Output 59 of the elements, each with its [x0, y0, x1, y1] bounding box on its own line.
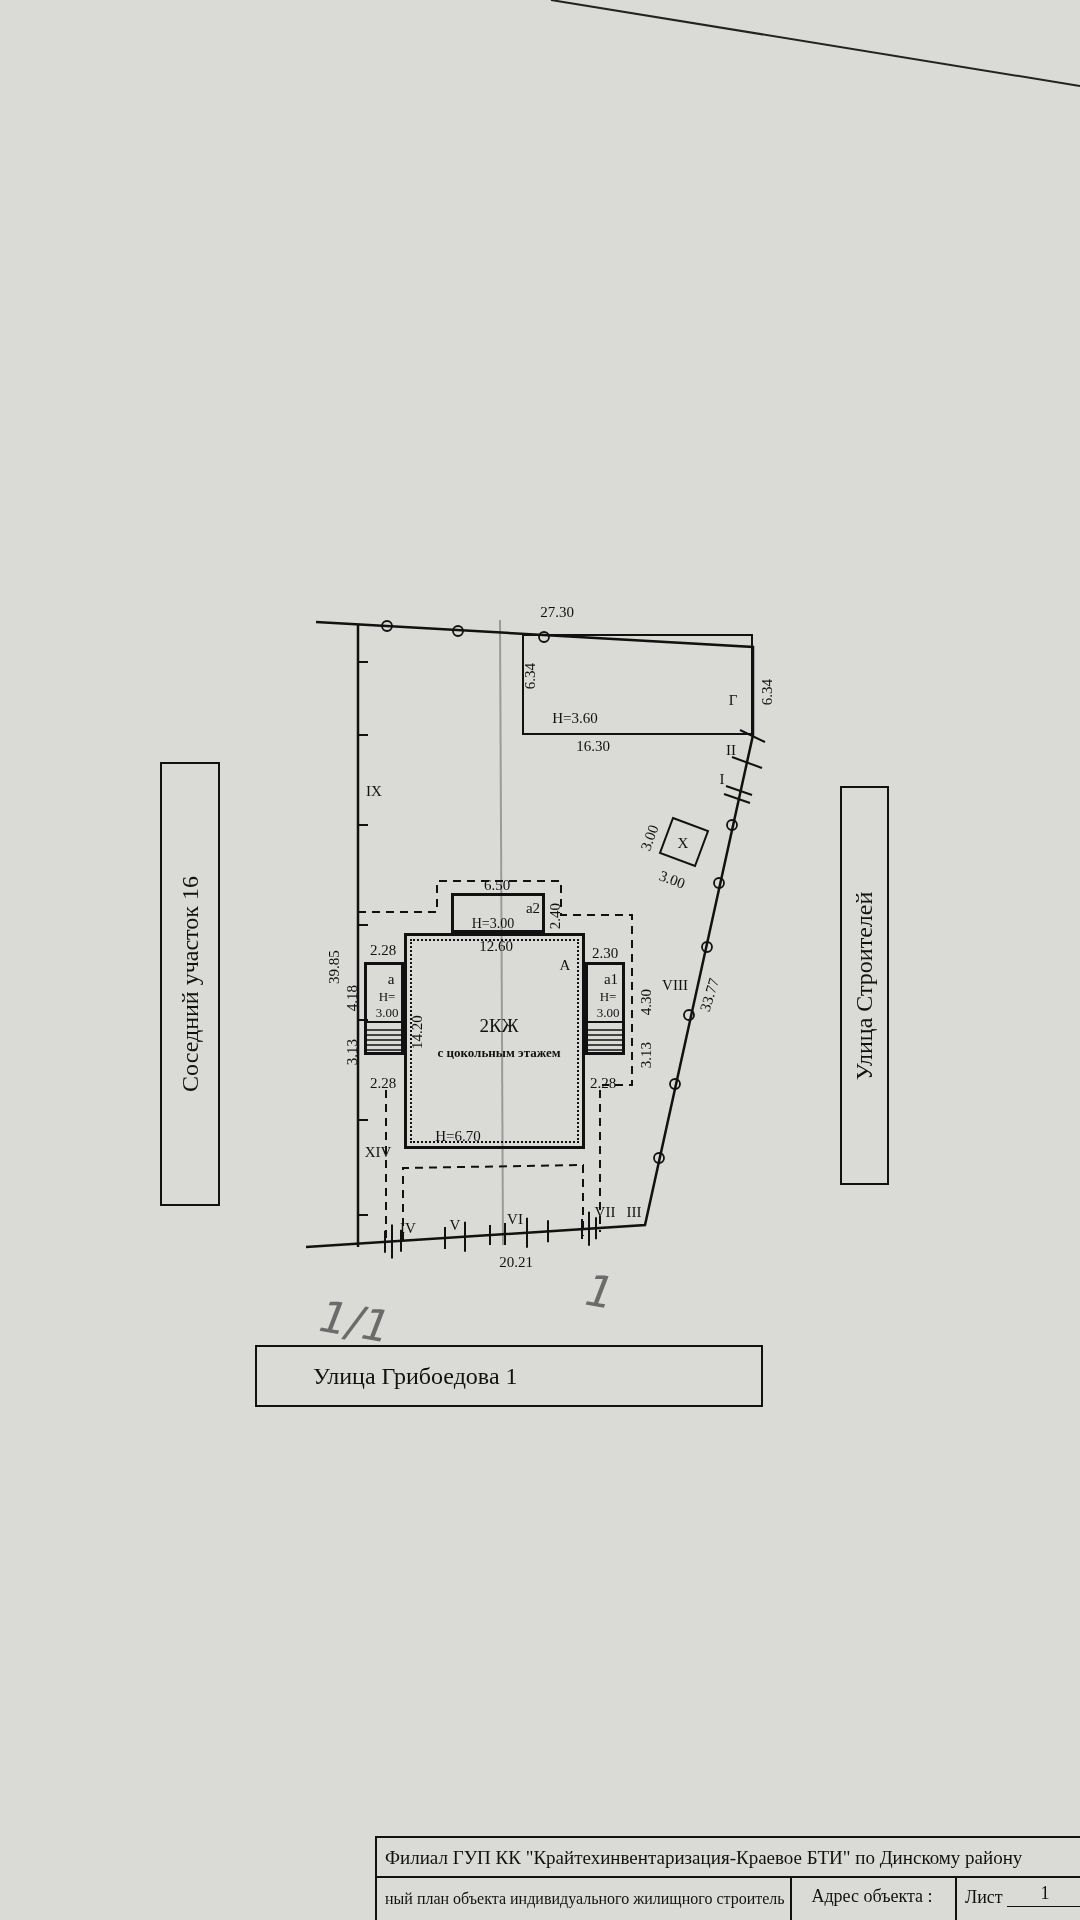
title-block-text: Лист — [965, 1888, 1003, 1906]
building-label: 2КЖ — [479, 1015, 519, 1035]
dimension-label: 2.40 — [547, 902, 563, 930]
street-label-box — [840, 786, 889, 1185]
dimension-label: 14.20 — [409, 1015, 425, 1049]
point-label: VI — [507, 1211, 523, 1227]
title-block-text: ный план объекта индивидуального жилищного строитель — [385, 1891, 785, 1907]
street-label-box — [160, 762, 220, 1206]
building-label: Г — [728, 692, 738, 708]
dimension-label: 6.34 — [759, 678, 775, 706]
dimension-label: 16.30 — [576, 738, 610, 754]
title-block-text: Филиал ГУП КК "Крайтехинвентаризация-Краевое БТИ" по Динскому району — [385, 1847, 1023, 1867]
point-label: VII — [594, 1204, 616, 1220]
building-label: с цокольным этажем — [437, 1045, 561, 1059]
building-outline — [522, 634, 753, 735]
dimension-label: 3.13 — [638, 1041, 654, 1069]
building-label: a1 — [603, 971, 619, 987]
point-label: IX — [366, 783, 382, 799]
street-name: Улица Строителей — [852, 891, 877, 1080]
dimension-label: 27.30 — [540, 604, 574, 620]
extension-outline — [364, 962, 404, 1055]
dimension-label: 33.77 — [697, 976, 723, 1014]
building-label: H= 3.00 — [595, 988, 621, 1022]
dimension-label: 2.28 — [369, 1075, 397, 1091]
building-label: H=6.70 — [435, 1128, 481, 1144]
extension-outline — [451, 893, 545, 933]
title-block-text: 1 — [1040, 1884, 1050, 1902]
building-label: A — [559, 957, 571, 973]
building-label: H= 3.00 — [374, 988, 400, 1022]
building-label: H=3.00 — [471, 917, 515, 931]
point-label: II — [726, 742, 736, 758]
dimension-label: 6.34 — [522, 662, 538, 690]
building-label: H=3.60 — [552, 710, 598, 726]
dimension-label: 12.60 — [479, 938, 513, 954]
dimension-label: 4.18 — [344, 984, 360, 1012]
dimension-label: 3.00 — [657, 868, 687, 892]
dimension-label: 4.30 — [638, 988, 654, 1016]
point-label: III — [626, 1204, 642, 1220]
extension-outline — [585, 962, 625, 1055]
building-label: a2 — [525, 900, 541, 916]
building-label: X — [677, 835, 689, 851]
handwritten-note: 1 — [582, 1267, 618, 1317]
dimension-label: 3.00 — [638, 823, 662, 853]
dimension-label: 2.30 — [591, 945, 619, 961]
point-label: I — [719, 771, 725, 787]
title-block-text: Адрес объекта : — [811, 1887, 933, 1905]
point-label: V — [449, 1217, 461, 1233]
street-name: Соседний участок 16 — [178, 876, 202, 1092]
dimension-label: 39.85 — [326, 950, 342, 984]
point-label: XIV — [364, 1144, 392, 1160]
street-name: Улица Грибоедова 1 — [313, 1364, 518, 1388]
dimension-label: 20.21 — [499, 1254, 533, 1270]
dimension-label: 3.13 — [344, 1038, 360, 1066]
street-label-box — [255, 1345, 763, 1407]
building-outline — [404, 933, 585, 1149]
point-label: VIII — [662, 977, 688, 993]
dimension-label: 2.28 — [369, 942, 397, 958]
handwritten-note: 1/1 — [316, 1294, 394, 1350]
building-label: a — [387, 971, 395, 987]
